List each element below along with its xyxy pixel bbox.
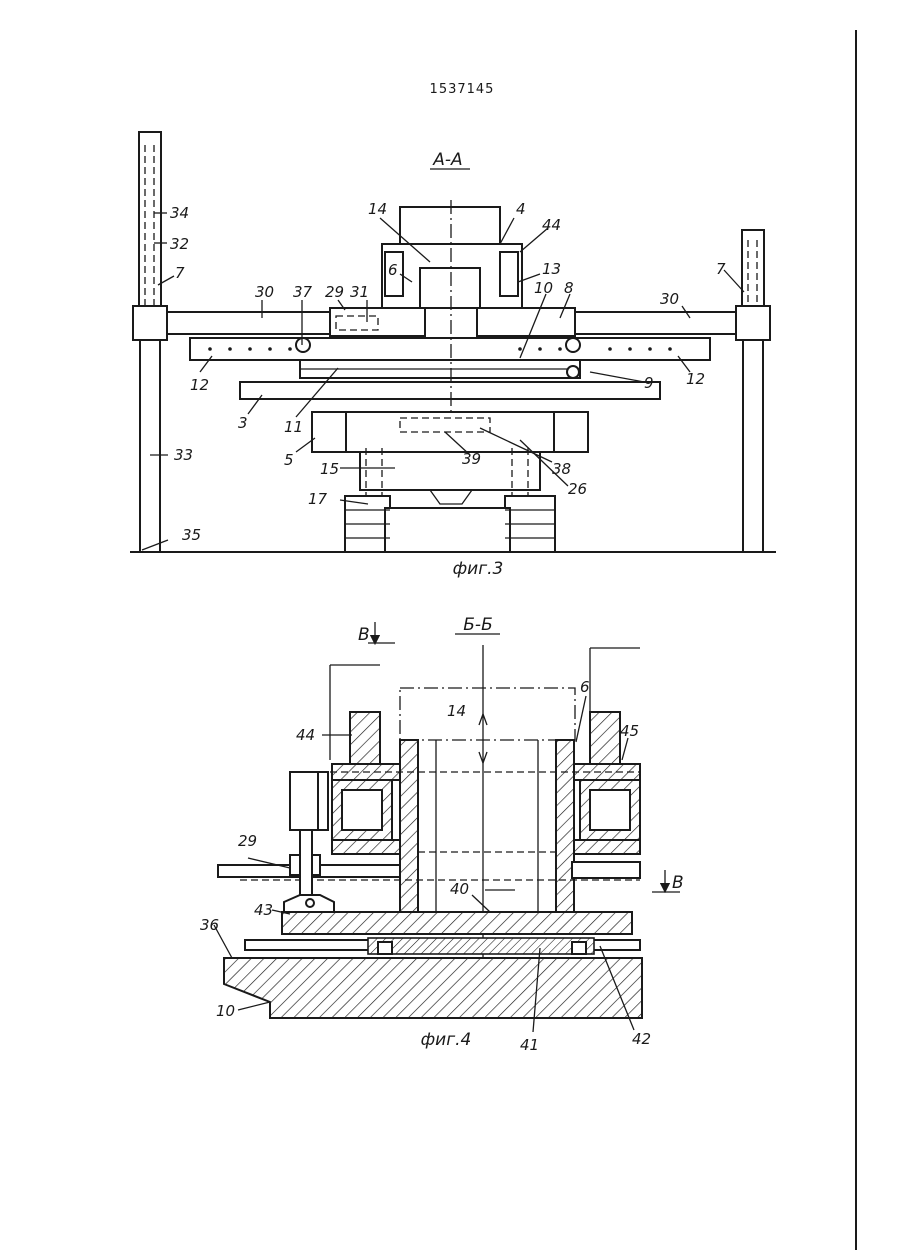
label-13: 13 [542,260,561,278]
left-column [133,132,167,552]
label-36: 36 [200,916,219,934]
label-44: 44 [296,726,315,744]
label-45: 45 [620,722,639,740]
label-42: 42 [632,1030,651,1048]
crawler-tracks [345,490,555,552]
right-beam [575,312,736,334]
label-8: 8 [564,279,574,297]
label-37: 37 [293,283,313,301]
patent-number: 1537145 [430,82,495,97]
fig3-section-title: А-А [432,150,462,170]
view-mark-top: В [358,625,370,645]
label-41: 41 [520,1036,539,1054]
fig4-caption: фиг.4 [421,1030,472,1050]
label-10: 10 [216,1002,235,1020]
long-plate [190,338,710,360]
label-44-top: 44 [542,216,561,234]
label-29: 29 [238,832,257,850]
label-40: 40 [450,880,469,898]
label-15: 15 [320,460,339,478]
label-33: 33 [174,446,193,464]
label-38: 38 [552,460,571,478]
label-30-right: 30 [660,290,679,308]
label-14: 14 [447,702,466,720]
label-29: 29 [325,283,344,301]
fig3-caption: фиг.3 [453,559,504,579]
label-35: 35 [182,526,201,544]
figure-3: А-А [130,132,776,579]
support-frame [360,452,540,490]
label-39: 39 [462,450,481,468]
label-17: 17 [308,490,328,508]
label-12-right: 12 [686,370,705,388]
label-11: 11 [284,418,303,436]
label-26: 26 [568,480,587,498]
label-4: 4 [516,200,526,218]
label-5: 5 [284,451,294,469]
label-32: 32 [170,235,189,253]
label-34: 34 [170,204,189,222]
fig4-section-title: Б-Б [463,615,492,635]
label-6: 6 [580,678,590,696]
figure-4: Б-Б В В [200,615,684,1054]
label-7-left: 7 [175,264,185,282]
label-31: 31 [350,283,369,301]
label-7-right: 7 [716,260,726,278]
label-14-top: 14 [368,200,387,218]
label-3: 3 [238,414,248,432]
label-10-top: 10 [534,279,553,297]
right-column [736,230,770,552]
label-9: 9 [644,374,654,392]
table [240,382,660,399]
left-beam [167,312,332,334]
label-43: 43 [254,901,273,919]
label-6-top: 6 [388,261,398,279]
label-30-left: 30 [255,283,274,301]
view-mark-bottom: В [672,873,684,893]
label-12-left: 12 [190,376,209,394]
